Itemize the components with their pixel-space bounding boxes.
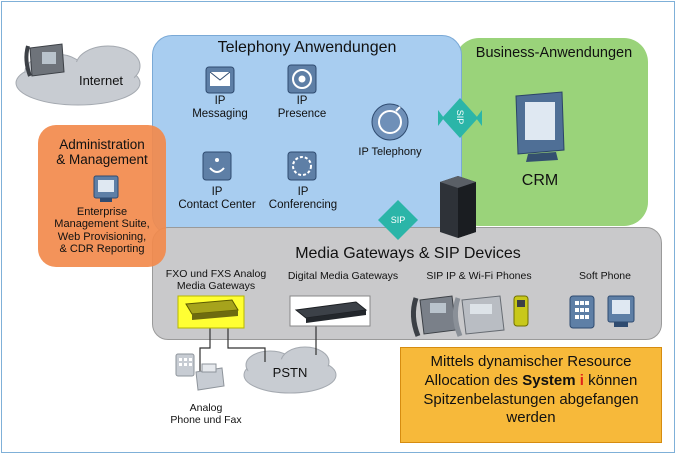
fxo-fxs-label: FXO und FXS Analog Media Gateways bbox=[165, 268, 267, 292]
sip-label-right: SIP bbox=[455, 109, 466, 125]
soft-phone-monitor-icon bbox=[607, 295, 635, 327]
sip-phones-label: SIP IP & Wi-Fi Phones bbox=[426, 270, 532, 282]
sip-phone-2-icon bbox=[452, 295, 505, 337]
sip-label-bottom: SIP bbox=[390, 215, 406, 225]
callout-box bbox=[400, 347, 662, 443]
sip-connector-bottom bbox=[378, 200, 418, 240]
analog-label: Analog Phone und Fax bbox=[170, 402, 242, 426]
ip-conferencing-label: IP Conferencing bbox=[268, 186, 338, 211]
wifi-phone-icon bbox=[513, 295, 529, 327]
telephony-icon bbox=[371, 103, 409, 141]
digital-gateway-device bbox=[289, 295, 371, 327]
connector-lines bbox=[199, 325, 317, 372]
ip-contact-center-label: IP Contact Center bbox=[178, 186, 256, 211]
ip-messaging-label: IP Messaging bbox=[192, 95, 248, 120]
internet-cloud bbox=[15, 45, 141, 106]
admin-items: Enterprise Management Suite, Web Provisi… bbox=[54, 206, 150, 255]
contact-center-icon bbox=[202, 151, 232, 181]
crm-label: CRM bbox=[521, 172, 559, 189]
presence-icon bbox=[287, 64, 317, 94]
admin-title: Administration & Management bbox=[56, 137, 148, 168]
analog-phone-icon bbox=[175, 353, 195, 377]
keypad-icon bbox=[569, 295, 595, 329]
fax-icon bbox=[195, 363, 225, 391]
telephony-title: Telephony Anwendungen bbox=[217, 39, 397, 56]
sip-connector-right bbox=[438, 98, 482, 138]
business-title: Business-Anwendungen bbox=[475, 45, 633, 61]
sip-phone-icon bbox=[410, 295, 457, 337]
desk-phone-icon bbox=[24, 43, 65, 77]
pstn-label: PSTN bbox=[272, 365, 308, 380]
monitor-icon bbox=[515, 91, 565, 162]
digital-gateways-label: Digital Media Gateways bbox=[287, 270, 399, 282]
ip-telephony-label: IP Telephony bbox=[358, 146, 422, 158]
envelope-icon bbox=[205, 66, 235, 94]
admin-monitor-icon bbox=[93, 175, 119, 202]
conferencing-icon bbox=[287, 151, 317, 181]
server-tower-icon bbox=[440, 176, 476, 238]
ip-presence-label: IP Presence bbox=[277, 95, 327, 120]
internet-label: Internet bbox=[78, 73, 124, 88]
media-title: Media Gateways & SIP Devices bbox=[295, 245, 521, 262]
callout-text: Mittels dynamischer Resource Allocation … bbox=[423, 353, 639, 427]
fxo-gateway-device bbox=[177, 295, 245, 329]
pstn-cloud bbox=[243, 346, 337, 394]
soft-phone-label: Soft Phone bbox=[579, 270, 631, 282]
